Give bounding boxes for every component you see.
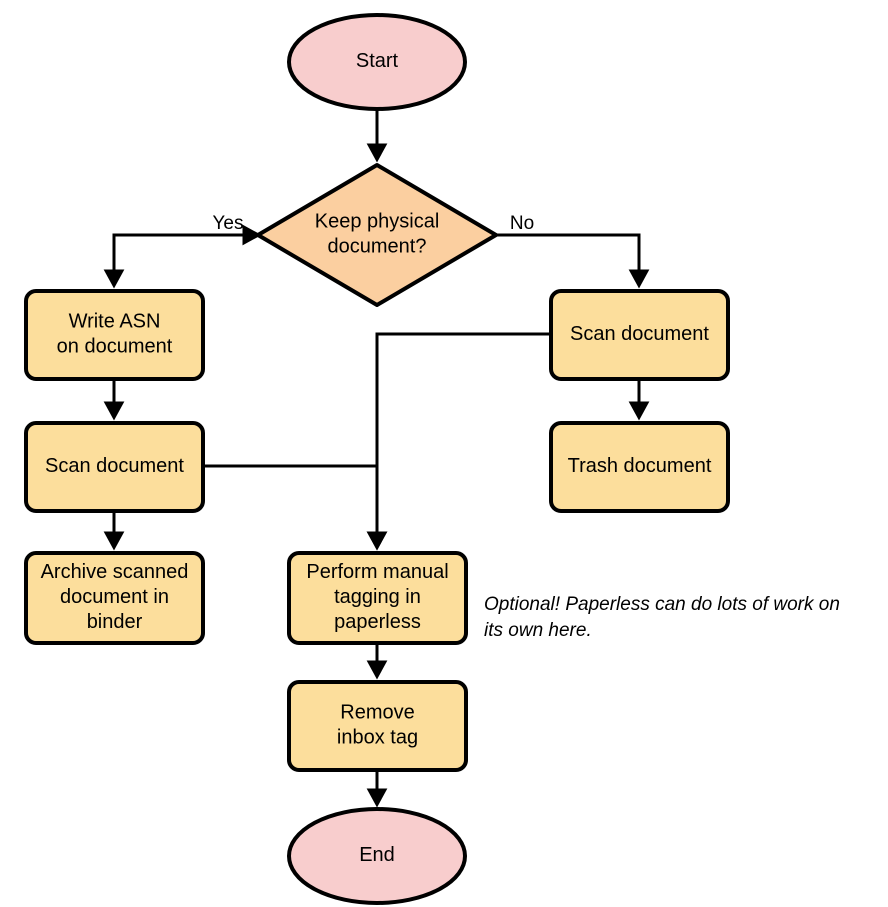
node-end[interactable]: End (287, 807, 467, 905)
annotation-note-optional: Optional! Paperless can do lots of work … (484, 594, 840, 641)
node-trash-document[interactable]: Trash document (549, 421, 730, 513)
node-shape-ellipse (287, 807, 467, 905)
edge-label-label-yes: Yes (213, 213, 244, 234)
node-shape-rect (24, 551, 205, 645)
node-start[interactable]: Start (287, 13, 467, 111)
node-shape-ellipse (287, 13, 467, 111)
edges-layer (103, 110, 650, 808)
node-label-scan-document-left: Scan document (45, 455, 184, 477)
node-scan-document-left[interactable]: Scan document (24, 421, 205, 513)
node-shape-rect (24, 421, 205, 513)
node-shape-rect (549, 289, 730, 381)
edge-decision-to-write-asn (103, 224, 262, 289)
node-shape-rect (287, 551, 468, 645)
node-scan-document-right[interactable]: Scan document (549, 289, 730, 381)
annotations-layer: Optional! Paperless can do lots of work … (484, 594, 840, 641)
node-label-trash-document: Trash document (568, 455, 712, 477)
edge-labels-layer: Yes No (213, 213, 535, 234)
node-label-end: End (359, 844, 395, 866)
node-shape-rect (549, 421, 730, 513)
node-label-start: Start (356, 50, 399, 72)
edge-scan-left-to-tagging (203, 464, 388, 551)
node-shape-diamond (256, 163, 498, 307)
node-shape-rect (287, 680, 468, 772)
node-shape-rect (24, 289, 205, 381)
edge-scan-right-to-tagging (366, 332, 551, 551)
edge-label-label-no: No (510, 213, 534, 234)
edge-decision-to-scan-right (496, 233, 650, 289)
node-label-scan-document-right: Scan document (570, 323, 709, 345)
